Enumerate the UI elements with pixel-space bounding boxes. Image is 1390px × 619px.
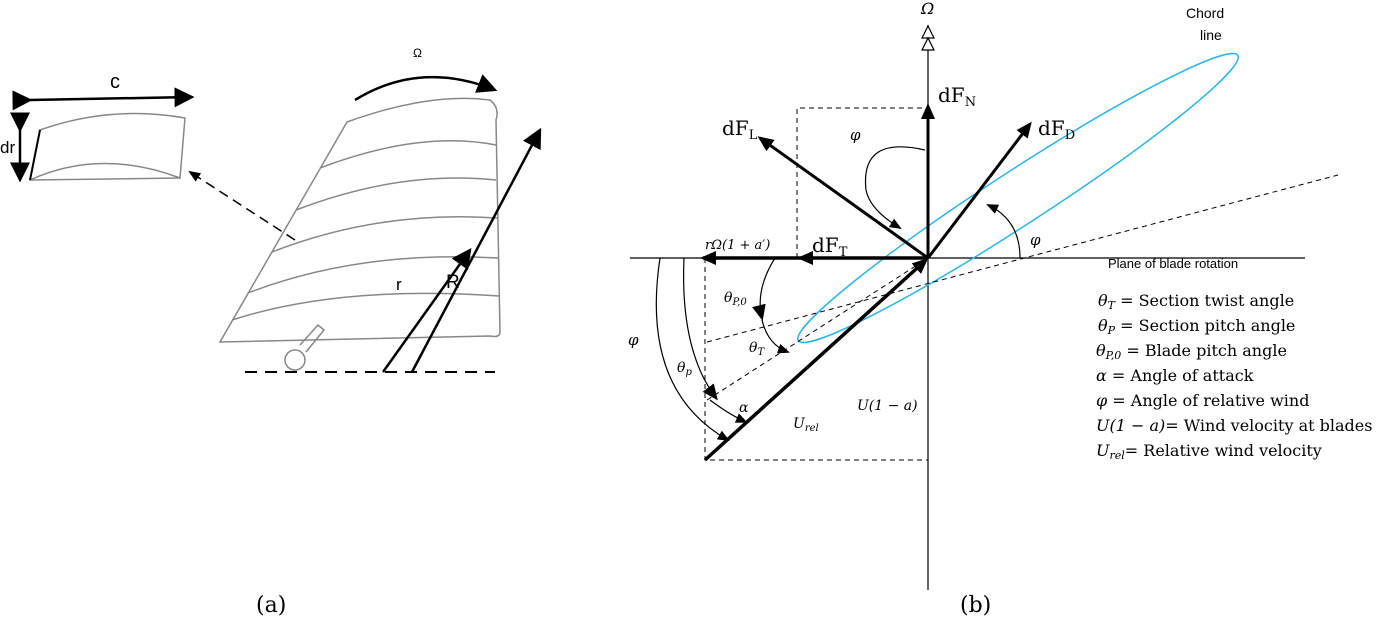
phi-arc-top [864,146,926,230]
legend-item: θP,0 = Blade pitch angle [1096,341,1287,362]
legend-item: Urel= Relative wind velocity [1096,441,1322,462]
blade [218,97,501,371]
label-dFN: dFN [938,83,976,110]
dFL-arrow [757,136,929,260]
alpha-arc [709,399,748,423]
label-phi-left: φ [628,331,639,349]
chord-arrow [12,87,195,111]
label-alpha: α [739,400,749,416]
thetaP0-arc [752,257,776,321]
chord-line [706,174,1339,343]
legend-item: θP = Section pitch angle [1098,316,1295,337]
legend-item: α = Angle of attack [1096,366,1254,385]
R-arrow [410,127,542,373]
legend-item: U(1 − a)= Wind velocity at blades [1096,416,1372,435]
label-axial-velocity: U(1 − a) [857,398,918,414]
label-plane: Plane of blade rotation [1108,256,1238,271]
label-R: R [446,272,460,293]
phi-arc-right [986,204,1021,259]
label-thetaP0: θP,0 [724,290,747,308]
r-arrow [381,247,472,373]
caption-b: (b) [960,593,991,618]
label-thetap: θp [677,360,692,378]
label-omega-a: Ω [413,46,422,60]
label-line: line [1200,27,1222,43]
rotation-arrow [354,74,498,102]
thetaT-arc [761,319,790,354]
legend-item: θT = Section twist angle [1098,291,1294,312]
label-c: c [110,71,120,93]
label-dFT: dFT [812,233,848,260]
section-pointer [188,170,296,241]
label-dFL: dFL [722,116,758,143]
double-arrow-icon [921,24,935,51]
label-phi-top: φ [850,126,861,144]
panel-b [630,24,1339,590]
label-omega-b: Ω [920,0,934,18]
panel-a [10,74,542,373]
legend-item: φ = Angle of relative wind [1096,391,1309,410]
label-phi-right: φ [1030,231,1041,249]
dFD-arrow [926,121,1032,259]
twist-line [706,257,929,401]
label-dr: dr [0,138,15,157]
phi-arc-left [655,257,730,441]
label-urel: Urel [793,416,819,434]
blade-element-section [29,112,186,181]
urel-arrow [703,257,929,462]
caption-a: (a) [256,593,286,618]
label-dFD: dFD [1038,116,1075,143]
label-chord: Chord [1186,5,1224,21]
label-r: r [396,275,402,294]
label-thetaT: θT [749,340,765,358]
legend: θT = Section twist angle θP = Section pi… [1096,291,1372,462]
thetap-arc [683,257,718,401]
airfoil [797,52,1239,344]
label-tangential: rΩ(1 + a′) [705,238,770,253]
